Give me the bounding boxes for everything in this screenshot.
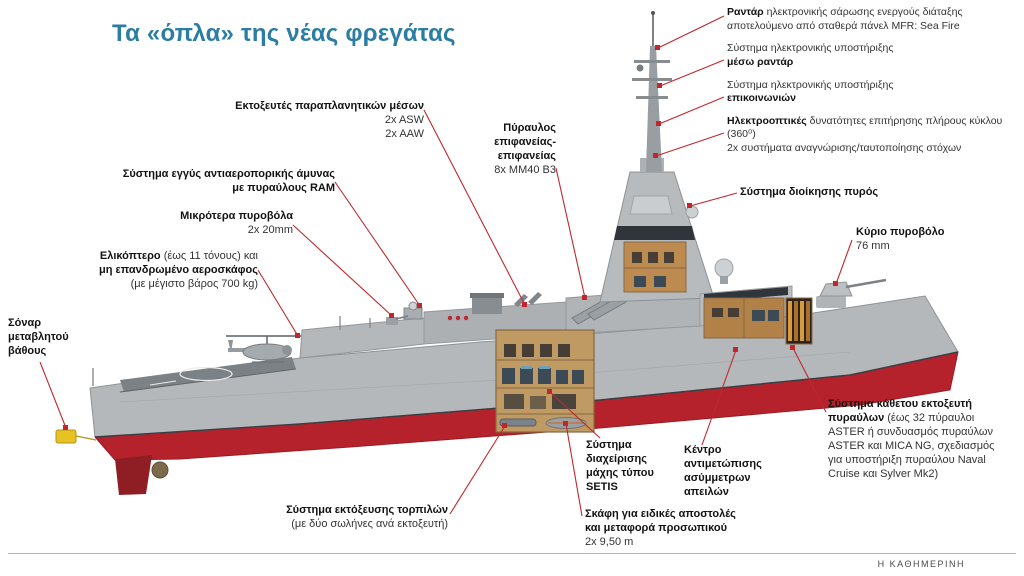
label-asymmetric-center: Κέντρο αντιμετώπισης ασύμμετρων απειλών bbox=[684, 444, 762, 499]
funnel bbox=[472, 296, 502, 314]
tower-windows bbox=[614, 226, 695, 240]
label-setis: Σύστημα διαχείρισης μάχης τύπου SETIS bbox=[586, 439, 654, 494]
label-fire-control: Σύστημα διοίκησης πυρός bbox=[740, 186, 879, 198]
label-helicopter: Ελικόπτερο (έως 11 τόνους) και μη επανδρ… bbox=[99, 250, 258, 291]
leader-lines bbox=[39, 15, 853, 517]
mfr-panel bbox=[629, 195, 673, 215]
label-surface-missile: Πύραυλος επιφανείας- επιφανείας 8x MM40 … bbox=[494, 122, 556, 177]
label-mfr-radar: Ραντάρ ηλεκτρονικής σάρωσης ενεργούς διά… bbox=[727, 6, 963, 32]
cutaway-vls bbox=[785, 297, 813, 345]
label-vls: Σύστημα κάθετου εκτοξευτή πυραύλων (έως … bbox=[828, 398, 995, 481]
stern-skeg bbox=[115, 455, 152, 495]
propeller bbox=[151, 461, 169, 479]
main-gun-turret bbox=[816, 278, 887, 308]
label-ram-system: Σύστημα εγγύς αντιαεροπορικής άμυνας με … bbox=[122, 168, 335, 195]
towed-sonar bbox=[55, 429, 77, 444]
label-electro-optics: Ηλεκτροοπτικές δυνατότητες επιτήρησης πλ… bbox=[727, 114, 1003, 155]
radome bbox=[714, 258, 734, 278]
leader-markers bbox=[63, 45, 838, 430]
label-torpedo-launcher: Σύστημα εκτόξευσης τορπιλών (με δύο σωλή… bbox=[286, 504, 448, 531]
label-decoy-launchers: Εκτοξευτές παραπλανητικών μέσων 2x ASW 2… bbox=[235, 100, 424, 141]
label-small-guns: Μικρότερα πυροβόλα 2x 20mm bbox=[180, 210, 293, 237]
boot-topping bbox=[94, 351, 959, 438]
label-special-boats: Σκάφη για ειδικές αποστολές και μεταφορά… bbox=[585, 508, 736, 549]
helicopter bbox=[226, 335, 310, 363]
cutaway-ops-room bbox=[495, 329, 595, 433]
label-sonar: Σόναρ μεταβλητού βάθους bbox=[8, 317, 69, 358]
torpedo-tube bbox=[499, 418, 537, 427]
main-mast bbox=[646, 46, 662, 172]
decoy-launcher bbox=[514, 294, 528, 307]
page-title: Τα «όπλα» της νέας φρεγάτας bbox=[112, 20, 456, 47]
source-credit: Η ΚΑΘΗΜΕΡΙΝΗ bbox=[877, 559, 965, 569]
small-gun bbox=[386, 317, 398, 325]
label-esm-comms: Σύστημα ηλεκτρονικής υποστήριξης επικοιν… bbox=[727, 78, 894, 105]
mast-sensors-labels: Ραντάρ ηλεκτρονικής σάρωσης ενεργούς διά… bbox=[727, 6, 1019, 165]
cutaway-forward bbox=[703, 297, 785, 339]
footer-divider bbox=[8, 553, 1016, 554]
ship-illustration bbox=[55, 11, 959, 495]
decoy-launcher bbox=[528, 292, 542, 305]
label-main-gun: Κύριο πυροβόλο 76 mm bbox=[856, 226, 945, 253]
cutaway-tower bbox=[623, 241, 687, 293]
label-esm-radar: Σύστημα ηλεκτρονικής υποστήριξης μέσω ρα… bbox=[727, 42, 894, 68]
